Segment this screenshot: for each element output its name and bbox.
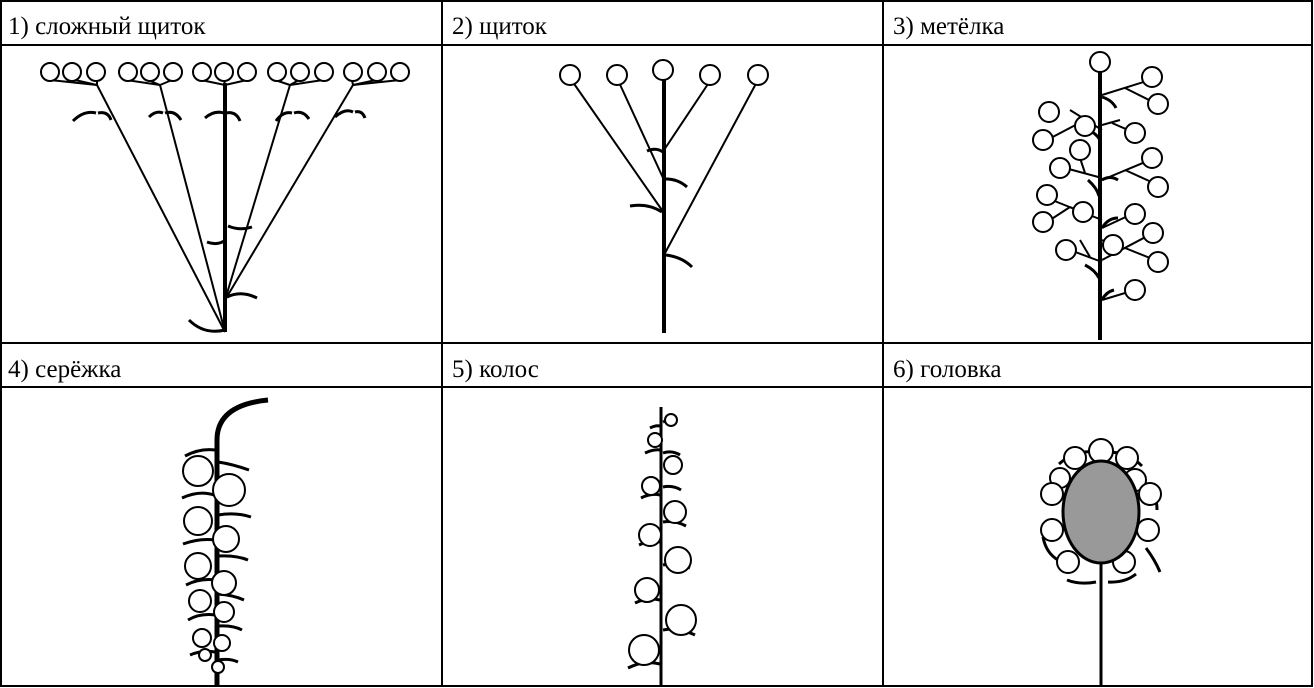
panicle-drawing (1032, 51, 1169, 340)
head-drawing (1040, 438, 1162, 685)
compound-corymb-drawing (40, 62, 410, 333)
cell-label-catkin: 4) серёжка (8, 356, 121, 383)
cell-label-compound-corymb: 1) сложный щиток (8, 13, 206, 40)
cell-label-spike: 5) колос (452, 356, 539, 383)
cell-label-corymb: 2) щиток (452, 13, 548, 40)
cell-label-head: 6) головка (893, 356, 1002, 383)
corymb-drawing (559, 59, 769, 333)
catkin-drawing (181, 397, 269, 685)
spike-drawing (627, 407, 697, 685)
cell-label-panicle: 3) метёлка (893, 13, 1004, 40)
